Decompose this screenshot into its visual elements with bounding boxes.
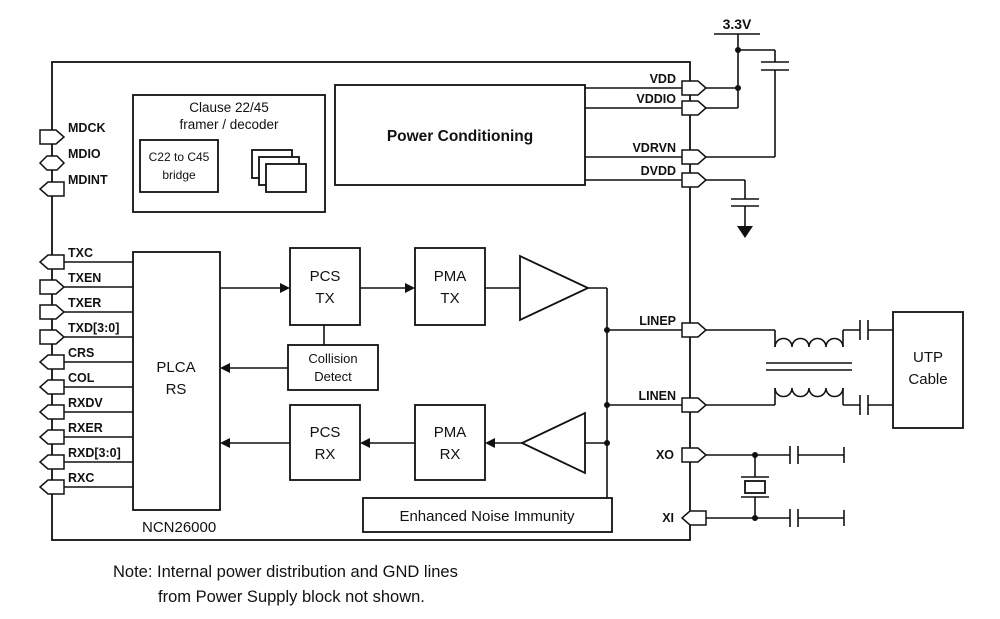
pin-mdint <box>38 181 65 197</box>
frames-stack-icon <box>251 149 307 193</box>
pin-dvdd <box>681 172 708 188</box>
pin-label-xo: XO <box>656 448 674 462</box>
pin-vddio <box>681 100 708 116</box>
pin-label-rxd: RXD[3:0] <box>68 446 121 460</box>
pin-txc <box>38 254 65 270</box>
pin-label-mdint: MDINT <box>68 173 108 187</box>
pcs-tx-label-line1: PCS <box>310 268 341 285</box>
pin-label-mdck: MDCK <box>68 121 106 135</box>
pin-label-linep: LINEP <box>639 314 676 328</box>
pcs-rx-label-line1: PCS <box>310 424 341 441</box>
bridge-block <box>139 139 219 193</box>
power-conditioning-label: Power Conditioning <box>387 128 533 145</box>
pin-label-txen: TXEN <box>68 271 101 285</box>
pin-label-dvdd: DVDD <box>641 164 676 178</box>
pin-label-rxc: RXC <box>68 471 94 485</box>
framer-title-line1: Clause 22/45 <box>189 100 269 115</box>
pin-label-rxdv: RXDV <box>68 396 103 410</box>
pcs-tx-label-line2: TX <box>315 290 334 307</box>
pma-rx-label-line1: PMA <box>434 424 467 441</box>
chip-name-label: NCN26000 <box>142 519 216 536</box>
plca-label-line2: RS <box>166 381 187 398</box>
pin-rxc <box>38 479 65 495</box>
pcs-rx-block <box>289 404 361 481</box>
wiring-layer <box>64 33 893 527</box>
collision-label-line1: Collision <box>308 351 357 366</box>
ground-symbol <box>737 226 753 238</box>
pin-label-vdd: VDD <box>650 72 676 86</box>
rx-receiver-amp <box>519 411 586 475</box>
pin-vdd <box>681 80 708 96</box>
pin-crs <box>38 354 65 370</box>
pin-txer <box>39 304 66 320</box>
arrowhead-rx-plca <box>220 438 230 448</box>
arrowhead-pcstx <box>280 283 290 293</box>
pin-xo <box>681 447 708 463</box>
pin-label-txc: TXC <box>68 246 93 260</box>
pin-rxd <box>38 454 65 470</box>
pin-txen <box>39 279 66 295</box>
framer-title-line2: framer / decoder <box>179 117 279 132</box>
plca-label-line1: PLCA <box>156 359 195 376</box>
arrowhead-pmatx <box>405 283 415 293</box>
pin-label-rxer: RXER <box>68 421 103 435</box>
pin-label-vdrvn: VDRVN <box>632 141 676 155</box>
right-pin-symbols <box>680 80 708 526</box>
pin-linep <box>681 322 708 338</box>
pin-col <box>38 379 65 395</box>
pin-label-txer: TXER <box>68 296 101 310</box>
pin-label-linen: LINEN <box>639 389 677 403</box>
junction-dots <box>604 47 758 521</box>
arrowhead-collision-plca <box>220 363 230 373</box>
pin-label-vddio: VDDIO <box>636 92 676 106</box>
pma-rx-block <box>414 404 486 481</box>
pma-tx-label-line1: PMA <box>434 268 467 285</box>
arrowhead-pcsrx <box>360 438 370 448</box>
utp-cable-block <box>892 311 964 429</box>
pin-label-mdio: MDIO <box>68 147 101 161</box>
pin-label-txd: TXD[3:0] <box>68 321 119 335</box>
pin-label-xi: XI <box>662 511 674 525</box>
pin-rxdv <box>38 404 65 420</box>
left-pin-symbols <box>38 129 66 495</box>
note-line2: from Power Supply block not shown. <box>158 588 425 606</box>
utp-label-line1: UTP <box>913 349 943 366</box>
pin-label-col: COL <box>68 371 95 385</box>
collision-detect-block <box>287 344 379 391</box>
transformer-primary-winding <box>774 337 844 348</box>
pin-xi <box>680 510 707 526</box>
pin-mdck <box>39 129 66 145</box>
bridge-label-line1: C22 to C45 <box>149 150 210 164</box>
pin-mdio <box>38 155 66 171</box>
note-line1: Note: Internal power distribution and GN… <box>113 563 458 581</box>
pma-tx-label-line2: TX <box>440 290 459 307</box>
pin-label-crs: CRS <box>68 346 94 360</box>
crystal-body <box>744 480 766 494</box>
eni-block <box>362 497 613 533</box>
pcs-tx-block <box>289 247 361 326</box>
arrowhead-pmarx <box>485 438 495 448</box>
utp-label-line2: Cable <box>908 371 947 388</box>
pma-tx-block <box>414 247 486 326</box>
pma-rx-label-line2: RX <box>440 446 461 463</box>
transformer-secondary-winding <box>774 387 844 398</box>
tx-driver-amp <box>519 254 591 322</box>
pin-rxer <box>38 429 65 445</box>
pin-linen <box>681 397 708 413</box>
pin-vdrvn <box>681 149 708 165</box>
plca-rs-block <box>132 251 221 511</box>
pcs-rx-label-line2: RX <box>315 446 336 463</box>
pin-txd <box>39 329 66 345</box>
power-conditioning-block <box>334 84 586 186</box>
bridge-label-line2: bridge <box>162 168 196 182</box>
eni-label: Enhanced Noise Immunity <box>399 508 575 525</box>
collision-label-line2: Detect <box>314 369 352 384</box>
supply-label: 3.3V <box>723 16 752 32</box>
